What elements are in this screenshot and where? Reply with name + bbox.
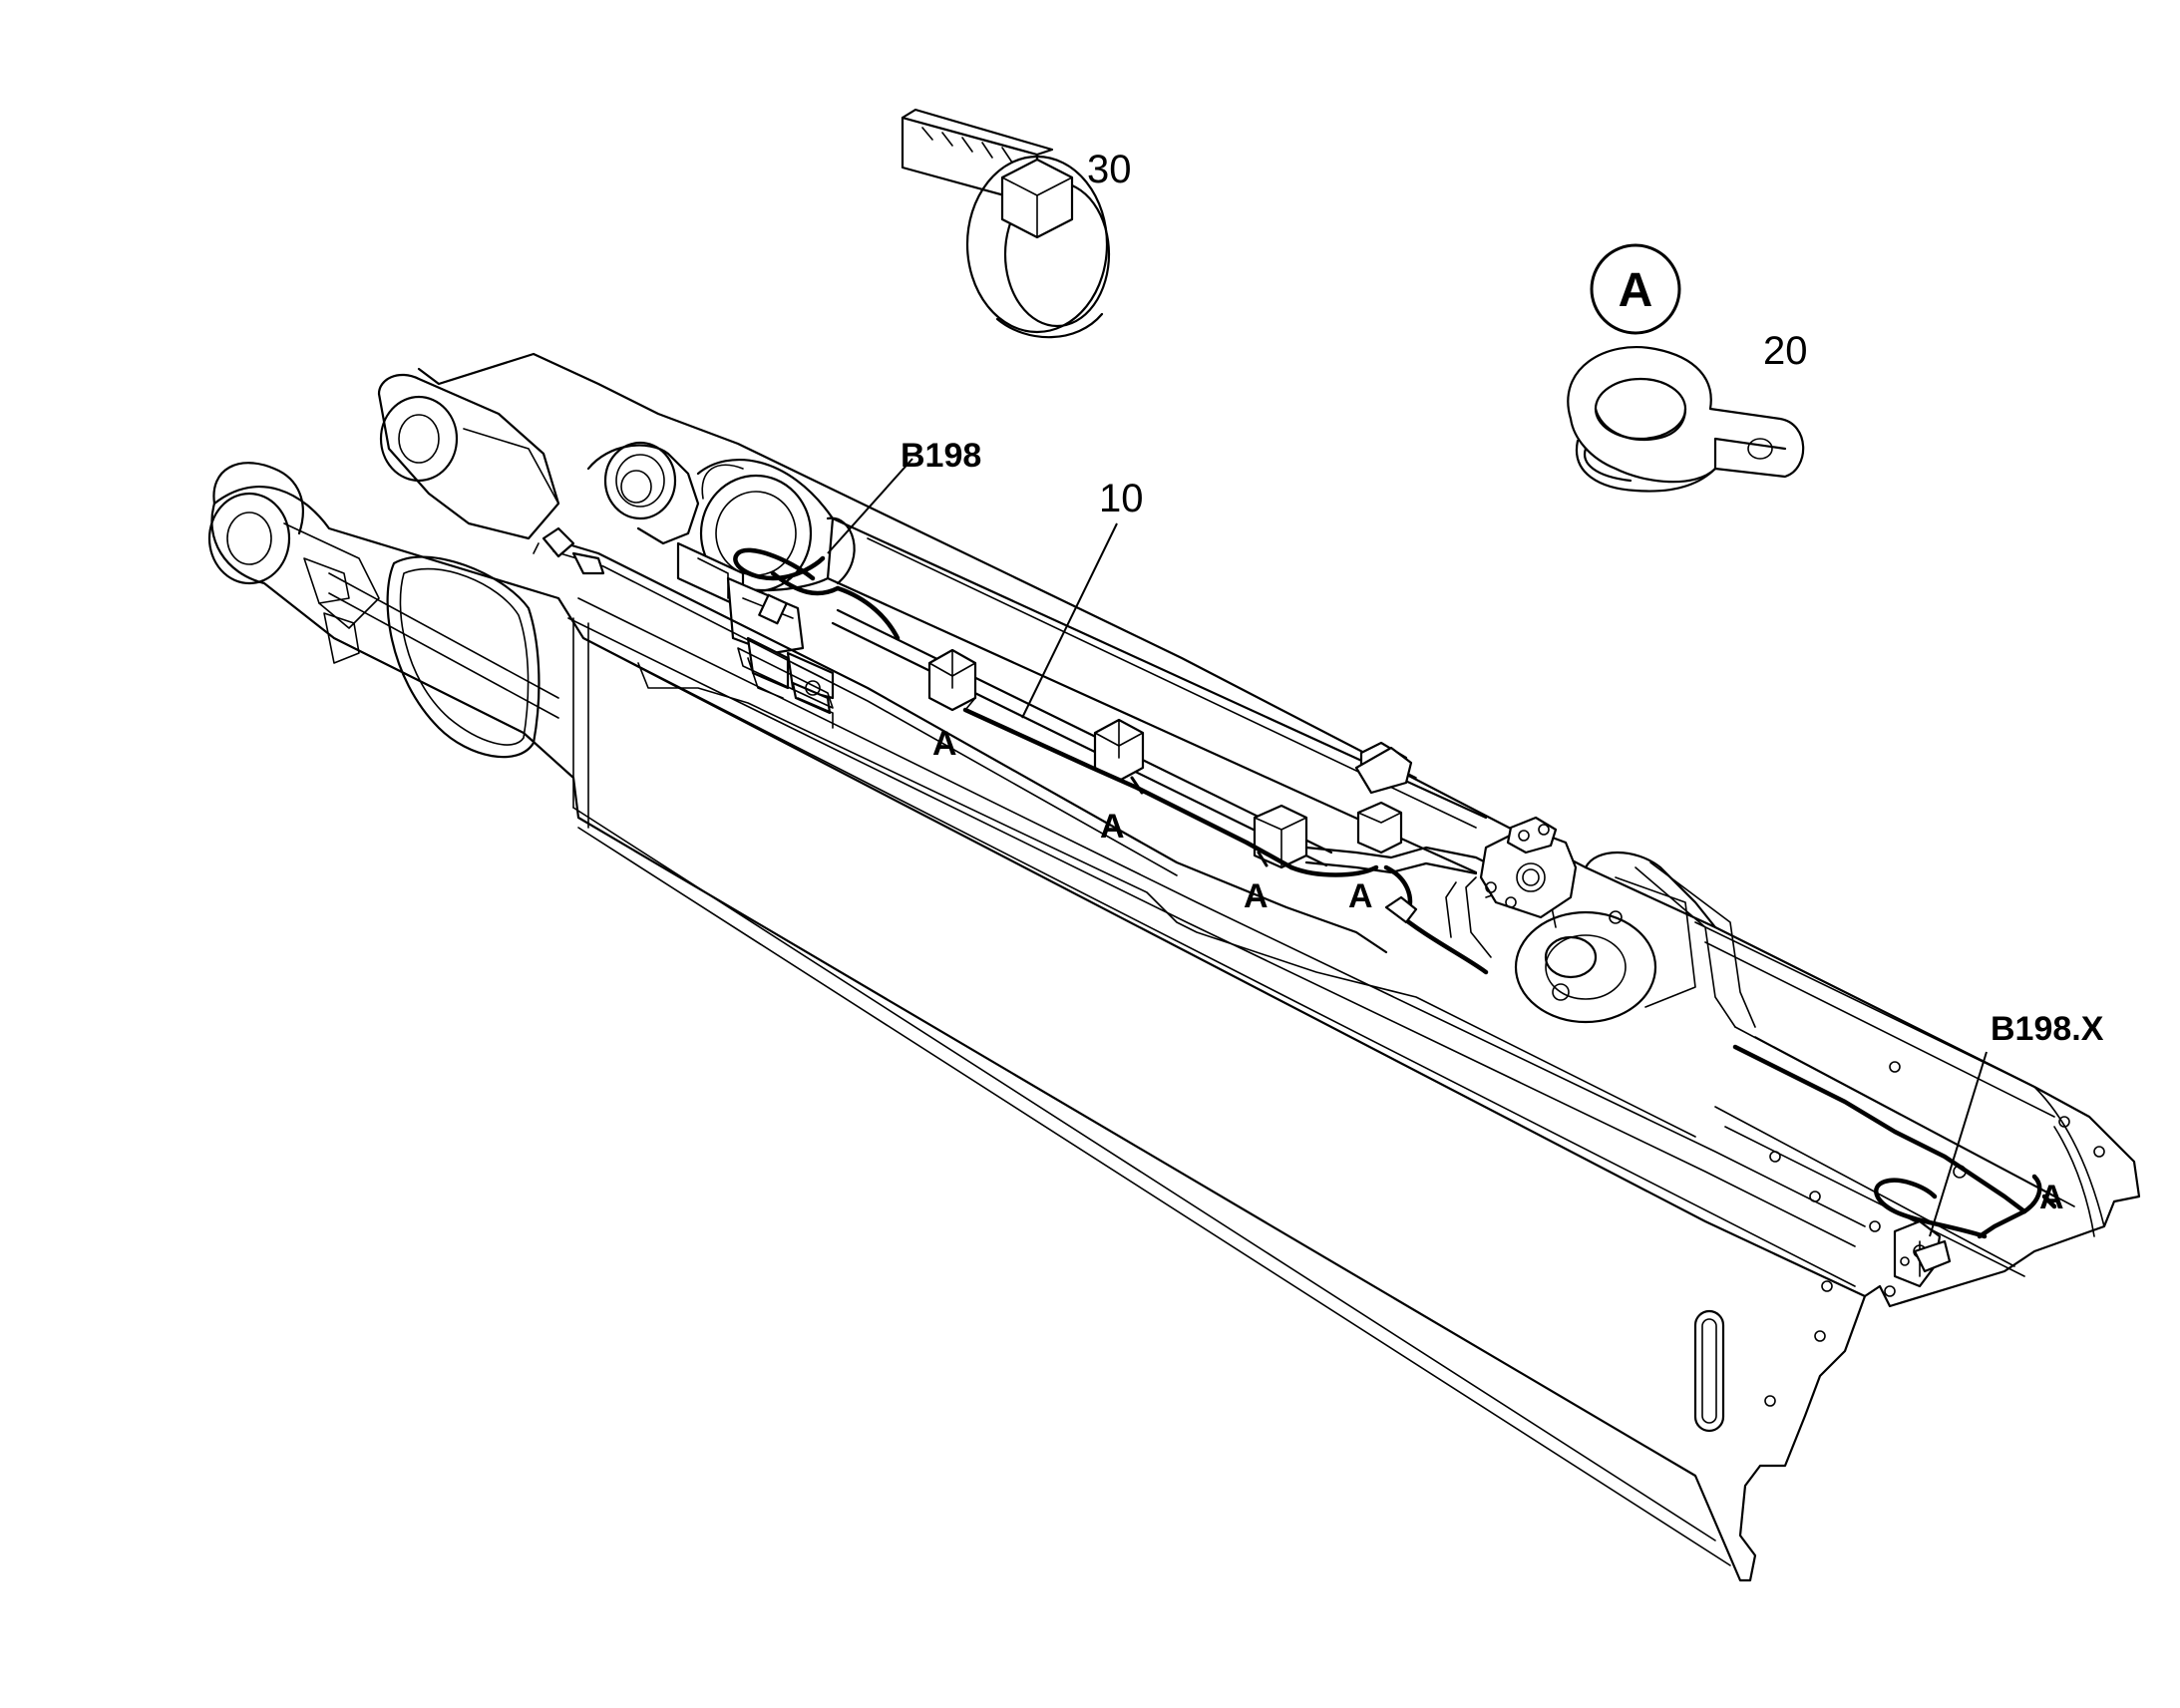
wiring-harness: [733, 547, 2057, 1288]
leader-lines: [827, 458, 1988, 1237]
boom-cylinder: [533, 441, 1488, 954]
clip-mark-a: A: [932, 725, 957, 763]
p-clamp-part: [1567, 346, 1805, 493]
clip-mark-a: A: [1100, 808, 1125, 846]
detail-a-badge-text: A: [1619, 264, 1653, 317]
clip-mark-a: A: [1348, 877, 1373, 915]
callout-b198: B198: [901, 437, 981, 475]
clip-mark-a: A: [2039, 1179, 2064, 1216]
boom-arm: [207, 352, 2141, 1582]
callout-20: 20: [1763, 329, 1808, 373]
callout-10: 10: [1099, 477, 1144, 520]
detail-a-badge: A: [1590, 243, 1681, 335]
top-bracket: [1354, 746, 1413, 795]
callout-30: 30: [1087, 148, 1132, 191]
front-valve-block: [1445, 816, 1578, 958]
cable-tie-part: [901, 108, 1111, 339]
clip-mark-a: A: [1244, 877, 1269, 915]
callout-b198x: B198.X: [1991, 1010, 2104, 1048]
